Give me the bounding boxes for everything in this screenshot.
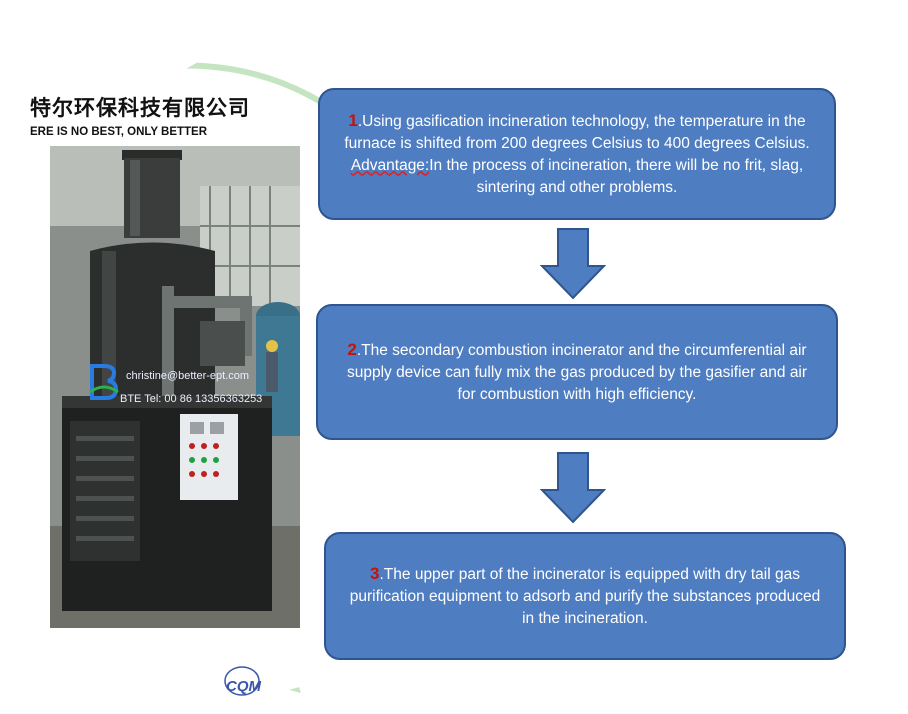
cqm-logo-icon bbox=[224, 666, 260, 696]
contact-tel: BTE Tel: 00 86 13356363253 bbox=[120, 393, 263, 405]
incinerator-photo bbox=[50, 146, 300, 628]
step-box-1: 1.Using gasification incineration techno… bbox=[318, 88, 836, 220]
step-text: .Using gasification incineration technol… bbox=[344, 112, 810, 152]
step-box-2: 2.The secondary combustion incinerator a… bbox=[316, 304, 838, 440]
step-number: 3 bbox=[370, 563, 380, 583]
step-text: .The upper part of the incinerator is eq… bbox=[349, 565, 821, 627]
step-number: 1 bbox=[348, 110, 358, 130]
down-arrow-icon bbox=[540, 452, 606, 524]
company-slogan: ERE IS NO BEST, ONLY BETTER bbox=[30, 126, 208, 138]
down-arrow-icon bbox=[540, 228, 606, 300]
company-chinese-name: 特尔环保科技有限公司 bbox=[30, 96, 250, 120]
bte-logo-icon bbox=[89, 364, 119, 400]
advantage-text: In the process of incineration, there wi… bbox=[429, 156, 804, 196]
advantage-label: Advantage: bbox=[350, 156, 430, 174]
cqm-logo-text: CQM bbox=[226, 678, 261, 695]
contact-email: christine@better-ept.com bbox=[126, 370, 250, 382]
step-box-3: 3.The upper part of the incinerator is e… bbox=[324, 532, 846, 660]
step-number: 2 bbox=[347, 339, 357, 359]
step-text: .The secondary combustion incinerator an… bbox=[346, 341, 808, 403]
